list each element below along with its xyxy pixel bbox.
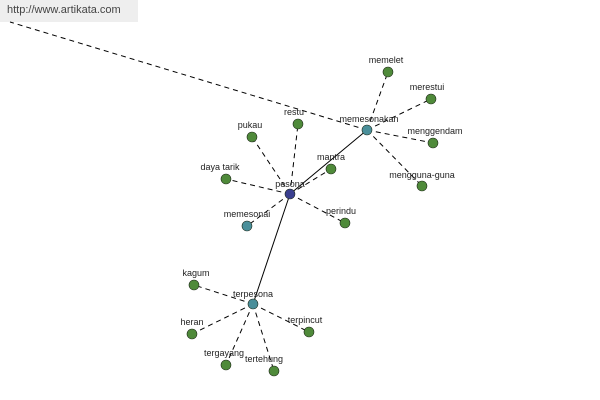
- node-label-terpesona: terpesona: [233, 289, 273, 299]
- node-label-mantra: mantra: [317, 152, 345, 162]
- node-label-tergayang: tergayang: [204, 348, 244, 358]
- graph-edges: [9, 21, 434, 372]
- edge-memesonakan-memelet: [366, 71, 389, 131]
- edge-terpesona-tertehung: [252, 303, 275, 372]
- node-pesona[interactable]: [284, 188, 296, 200]
- node-merestui[interactable]: [425, 93, 437, 105]
- node-memesonakan[interactable]: [361, 124, 373, 136]
- edge-memesonakan-banner: [9, 21, 368, 131]
- node-mengguna-guna[interactable]: [416, 180, 428, 192]
- node-label-mengguna-guna: mengguna-guna: [389, 170, 455, 180]
- node-menggendam[interactable]: [427, 137, 439, 149]
- node-label-merestui: merestui: [410, 82, 445, 92]
- node-label-memesonai: memesonai: [224, 209, 271, 219]
- node-heran[interactable]: [186, 328, 198, 340]
- node-restu[interactable]: [292, 118, 304, 130]
- node-label-memelet: memelet: [369, 55, 404, 65]
- node-label-restu: restu: [284, 107, 304, 117]
- node-perindu[interactable]: [339, 217, 351, 229]
- edge-terpesona-heran: [191, 303, 254, 335]
- edge-pesona-restu: [289, 123, 299, 195]
- node-label-terpincut: terpincut: [288, 315, 323, 325]
- node-label-heran: heran: [180, 317, 203, 327]
- site-url-link[interactable]: http://www.artikata.com: [7, 4, 121, 16]
- node-label-pesona: pesona: [275, 179, 305, 189]
- node-label-tertehung: tertehung: [245, 354, 283, 364]
- edge-memesonakan-mengguna-guna: [366, 129, 423, 187]
- node-terpesona[interactable]: [247, 298, 259, 310]
- node-tergayang[interactable]: [220, 359, 232, 371]
- edge-memesonakan-menggendam: [366, 129, 434, 144]
- node-kagum[interactable]: [188, 279, 200, 291]
- edge-pesona-pukau: [251, 136, 291, 195]
- edge-pesona-mantra: [289, 168, 332, 195]
- site-banner: http://www.artikata.com: [0, 0, 138, 22]
- node-mantra[interactable]: [325, 163, 337, 175]
- node-label-daya-tarik: daya tarik: [200, 162, 240, 172]
- node-memelet[interactable]: [382, 66, 394, 78]
- graph-nodes: [186, 66, 439, 377]
- graph-labels: pesona memesonakan terpesona memesonai memel…: [180, 55, 462, 364]
- edge-memesonakan-merestui: [366, 98, 432, 131]
- edge-pesona-perindu: [289, 193, 346, 224]
- node-label-pukau: pukau: [238, 120, 263, 130]
- node-tertehung[interactable]: [268, 365, 280, 377]
- node-terpincut[interactable]: [303, 326, 315, 338]
- edge-terpesona-terpincut: [252, 303, 310, 333]
- node-pukau[interactable]: [246, 131, 258, 143]
- edge-terpesona-kagum: [193, 284, 254, 305]
- edge-terpesona-tergayang: [225, 303, 254, 366]
- edge-pesona-terpesona: [252, 193, 291, 305]
- node-label-kagum: kagum: [182, 268, 209, 278]
- node-memesonai[interactable]: [241, 220, 253, 232]
- node-label-perindu: perindu: [326, 206, 356, 216]
- node-daya-tarik[interactable]: [220, 173, 232, 185]
- edge-pesona-daya-tarik: [225, 178, 291, 195]
- node-label-menggendam: menggendam: [407, 126, 462, 136]
- edge-pesona-memesonakan: [289, 129, 368, 195]
- node-label-memesonakan: memesonakan: [339, 114, 398, 124]
